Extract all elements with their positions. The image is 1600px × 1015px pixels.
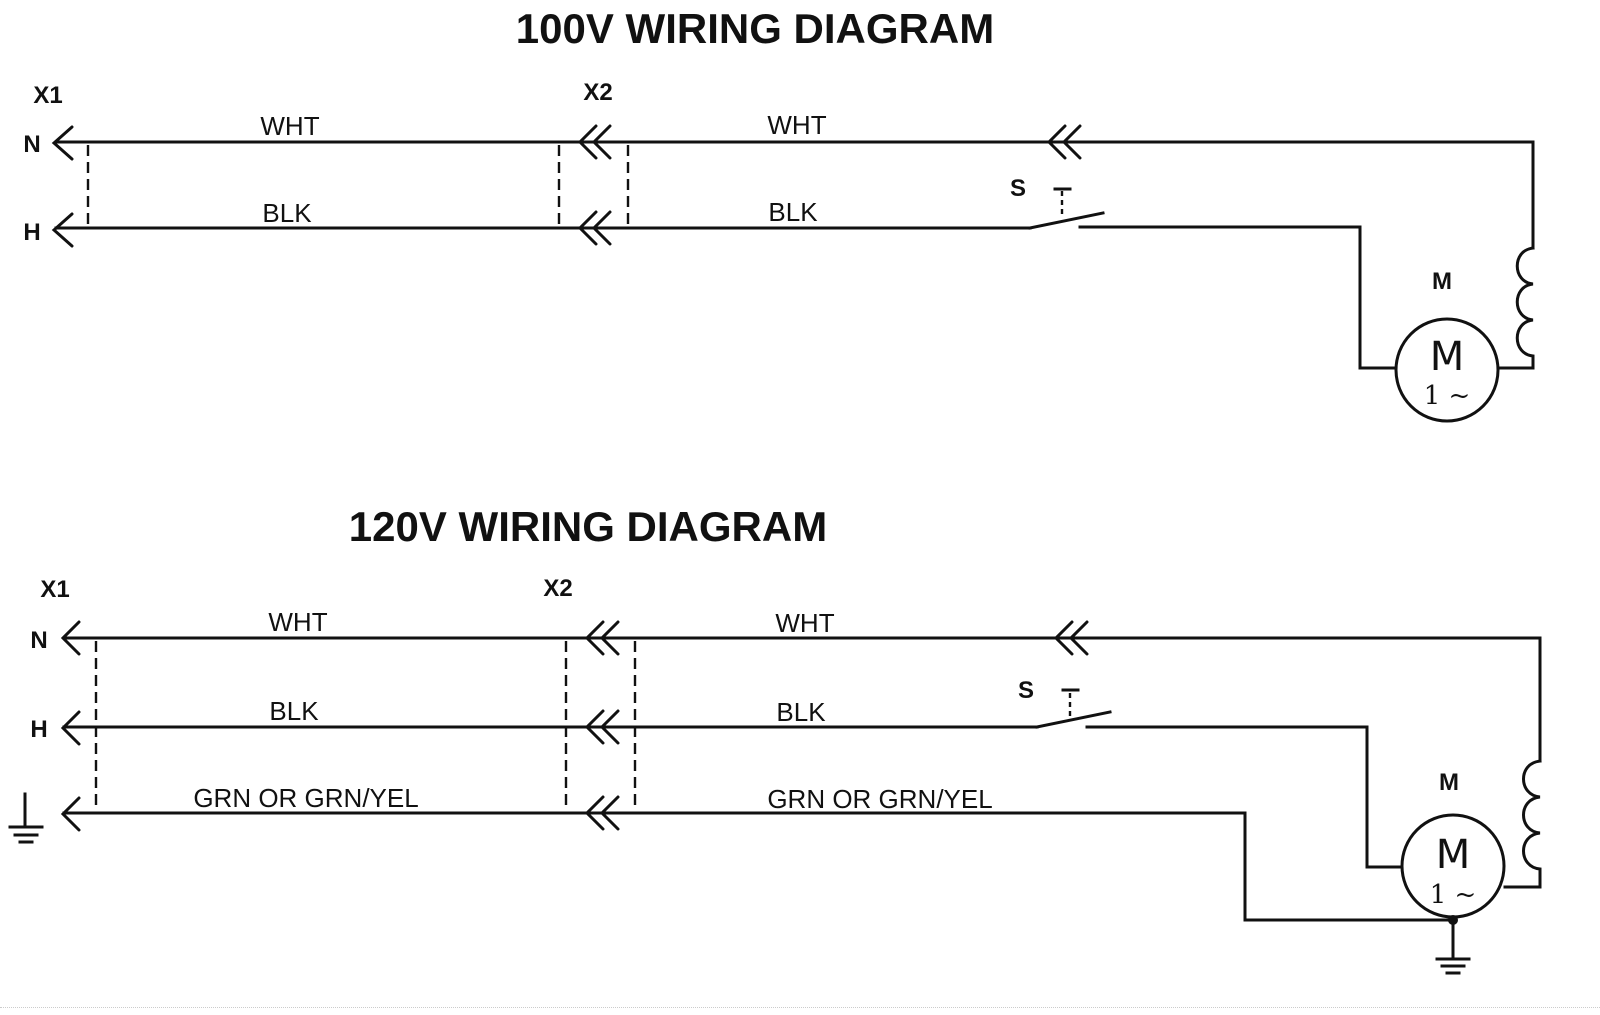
ground-icon xyxy=(8,792,44,844)
terminal-label-h: H xyxy=(23,219,40,246)
terminal-label-h: H xyxy=(30,716,47,743)
wire-label-blk-right: BLK xyxy=(776,697,826,727)
diagram-title: 100V WIRING DIAGRAM xyxy=(516,5,994,52)
connector-x2-n-icon xyxy=(584,620,620,656)
plug-label-x1: X1 xyxy=(33,82,62,109)
motor-symbol: M xyxy=(1430,334,1465,380)
switch-icon xyxy=(1028,187,1105,230)
wire-label-ground-left: GRN OR GRN/YEL xyxy=(193,783,418,813)
motor-label: M xyxy=(1439,769,1459,796)
connector-motor-n-icon xyxy=(1046,124,1082,160)
motor-ground-icon xyxy=(1435,918,1471,975)
coil-icon xyxy=(1503,759,1542,889)
wire-label-blk-right: BLK xyxy=(768,197,818,227)
connector-label-x2: X2 xyxy=(543,575,572,602)
connector-x2-h-icon xyxy=(577,210,612,246)
switch-icon xyxy=(1035,688,1112,729)
wire-h-to-motor xyxy=(1085,725,1404,869)
connector-motor-n-icon xyxy=(1053,620,1089,656)
wire-label-blk-left: BLK xyxy=(262,198,312,228)
diagram-100v: 100V WIRING DIAGRAM X1 X2 N H WHT BLK WH… xyxy=(23,5,1535,423)
wire-label-wht-left: WHT xyxy=(260,111,319,141)
terminal-label-n: N xyxy=(30,627,47,654)
terminal-label-n: N xyxy=(23,131,40,158)
connector-x2-h-icon xyxy=(584,709,620,745)
wire-label-ground-right: GRN OR GRN/YEL xyxy=(767,784,992,814)
coil-icon xyxy=(1496,246,1535,370)
motor-icon xyxy=(1394,317,1500,423)
wire-ground xyxy=(62,811,1454,922)
diagram-title: 120V WIRING DIAGRAM xyxy=(349,503,827,550)
motor-phase: 1 ~ xyxy=(1424,381,1471,411)
wire-h-to-motor xyxy=(1078,225,1398,370)
switch-label: S xyxy=(1010,175,1026,202)
wire-label-wht-right: WHT xyxy=(767,110,826,140)
wire-label-wht-left: WHT xyxy=(268,607,327,637)
motor-symbol: M xyxy=(1436,832,1471,878)
connector-x2-ground-icon xyxy=(584,795,620,831)
wire-label-wht-right: WHT xyxy=(775,608,834,638)
diagram-120v: 120V WIRING DIAGRAM X1 X2 N H WHT BLK GR… xyxy=(8,503,1542,975)
plug-label-x1: X1 xyxy=(40,576,69,603)
motor-phase: 1 ~ xyxy=(1430,880,1477,910)
motor-label: M xyxy=(1432,268,1452,295)
plug-pin-h-icon xyxy=(51,212,74,248)
switch-label: S xyxy=(1018,677,1034,704)
page-edge-divider xyxy=(0,1007,1600,1009)
connector-x2-n-icon xyxy=(577,124,612,160)
plug-pin-n-icon xyxy=(51,125,74,161)
wire-label-blk-left: BLK xyxy=(269,696,319,726)
connector-label-x2: X2 xyxy=(583,79,612,106)
